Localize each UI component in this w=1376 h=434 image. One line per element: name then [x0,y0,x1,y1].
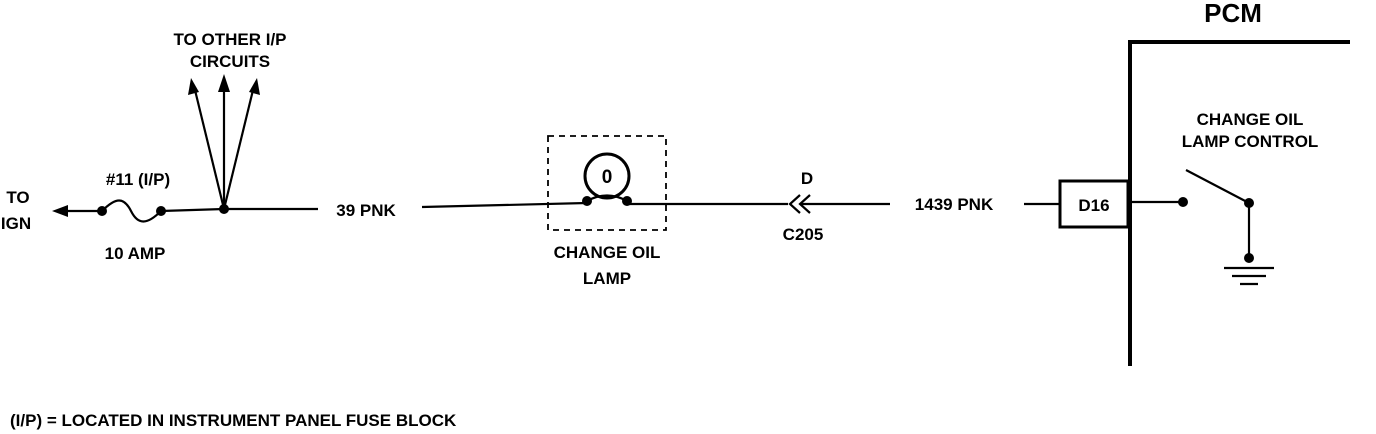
ground-icon [1224,266,1274,286]
footnote: (I/P) = LOCATED IN INSTRUMENT PANEL FUSE… [10,411,457,430]
lamp-label-line1: CHANGE OIL [554,243,661,262]
ign-arrowhead [52,205,68,217]
wire-1439-pnk: 1439 PNK [800,195,1060,214]
terminal-d16: D16 [1058,179,1183,229]
to-ign: TO IGN [1,188,102,233]
wire-39-pnk-right [421,201,588,209]
fuse-name: #11 (I/P) [106,170,170,189]
connector-pin-label: D [801,169,813,188]
connector-c205: D C205 [783,169,824,244]
other-circuits-branch: TO OTHER I/P CIRCUITS [173,30,287,214]
fuse-11: #11 (I/P) 10 AMP [97,170,225,263]
connector-name: C205 [783,225,824,244]
lamp-bulb-icon [583,152,631,200]
lamp-filament-symbol: 0 [602,167,613,188]
connector-chevron-outer [788,194,801,214]
wire-39-pnk: 39 PNK [224,201,588,220]
lamp-label-line2: LAMP [583,269,631,288]
ground-node [1244,253,1254,263]
to-ign-label-line1: TO [6,188,29,207]
lamp-terminal-left [582,196,592,206]
fuse-element [101,199,162,223]
other-circuits-label-line1: TO OTHER I/P [173,30,286,49]
fuse-to-splice-wire [160,207,225,213]
terminal-d16-box [1058,179,1130,229]
lamp-control-label-line1: CHANGE OIL [1197,110,1304,129]
arrowhead-center [218,74,230,92]
to-ign-label-line2: IGN [1,214,31,233]
wire-1439-pnk-label: 1439 PNK [915,195,994,214]
terminal-d16-label: D16 [1078,196,1109,215]
switch-contact-left [1178,197,1188,207]
wire-39-pnk-label: 39 PNK [336,201,396,220]
branch-arrow-right [222,85,256,210]
lamp-control-label-line2: LAMP CONTROL [1182,132,1319,151]
pcm-title: PCM [1204,0,1262,28]
lamp-dashed-box [547,135,667,231]
arrowhead-right [249,78,260,95]
fuse-rating: 10 AMP [105,244,166,263]
pcm-boundary [1128,40,1350,366]
lamp-control-switch: CHANGE OIL LAMP CONTROL [1178,110,1318,263]
pcm-module: PCM [1128,0,1350,366]
other-circuits-label-line2: CIRCUITS [190,52,270,71]
change-oil-lamp: 0 CHANGE OIL LAMP [547,135,667,288]
switch-arm [1185,169,1250,204]
branch-arrow-left [192,85,226,210]
arrowhead-left [188,78,199,95]
